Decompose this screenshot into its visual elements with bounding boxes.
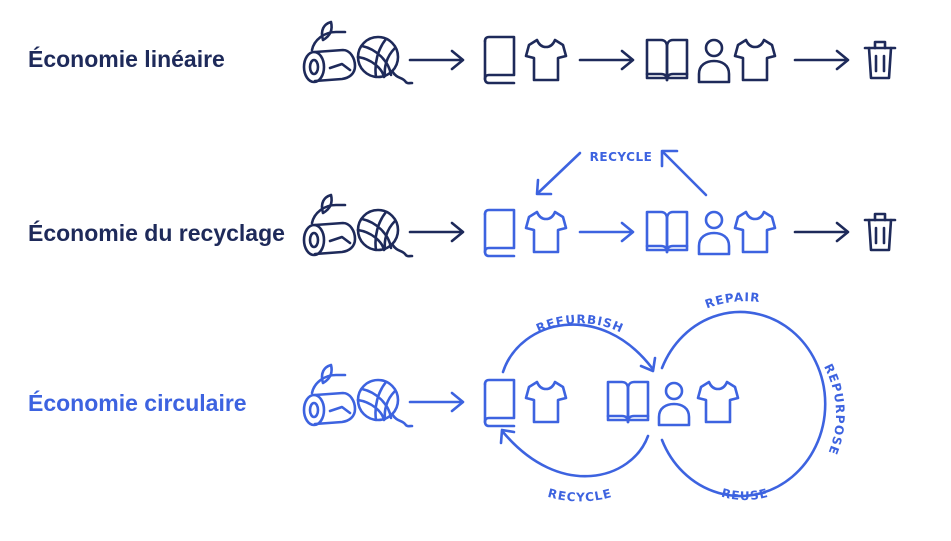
arrow-right-icon <box>578 221 635 243</box>
yarn-icon <box>356 208 414 258</box>
arrow-right-icon <box>408 221 465 243</box>
arrow-right-icon <box>408 391 465 413</box>
trash-icon <box>863 212 897 252</box>
row-linear-icons <box>302 20 897 85</box>
loop-refurbish-arc <box>501 323 657 374</box>
tshirt-icon <box>696 380 740 424</box>
tshirt-icon <box>733 210 777 254</box>
title-linear: Économie linéaire <box>28 46 225 72</box>
person-icon <box>657 381 691 427</box>
recycle-arrow-up <box>660 149 708 197</box>
refurbish-label: REFURBISH <box>534 312 626 335</box>
arrow-right-icon <box>793 221 850 243</box>
book-icon <box>483 35 516 85</box>
recycle-arrow-down <box>535 151 582 196</box>
loop-recycle-arc <box>499 428 650 478</box>
recycle-label: RECYCLE <box>590 150 653 164</box>
open-book-icon <box>645 210 689 254</box>
log-icon <box>302 363 357 427</box>
recycle-circular-label: RECYCLE <box>546 486 613 504</box>
tshirt-icon <box>733 38 777 82</box>
row-recycle-icons <box>302 149 897 258</box>
book-icon <box>483 208 516 258</box>
trash-icon <box>863 40 897 80</box>
person-icon <box>697 38 731 84</box>
arrow-right-icon <box>578 49 635 71</box>
tshirt-icon <box>524 380 568 424</box>
title-recycle: Économie du recyclage <box>28 220 285 246</box>
repair-label: REPAIR <box>703 290 761 311</box>
arrow-right-icon <box>408 49 465 71</box>
title-circular: Économie circulaire <box>28 390 247 416</box>
arrow-right-icon <box>793 49 850 71</box>
yarn-icon <box>356 35 414 85</box>
yarn-icon <box>356 378 414 428</box>
log-icon <box>302 20 357 84</box>
book-icon <box>483 378 516 428</box>
person-icon <box>697 210 731 256</box>
reuse-label: REUSE <box>720 486 770 503</box>
open-book-icon <box>606 380 650 424</box>
tshirt-icon <box>524 210 568 254</box>
open-book-icon <box>645 38 689 82</box>
loop-right-circle <box>660 310 827 498</box>
tshirt-icon <box>524 38 568 82</box>
log-icon <box>302 193 357 257</box>
row-circular-icons <box>302 310 827 498</box>
